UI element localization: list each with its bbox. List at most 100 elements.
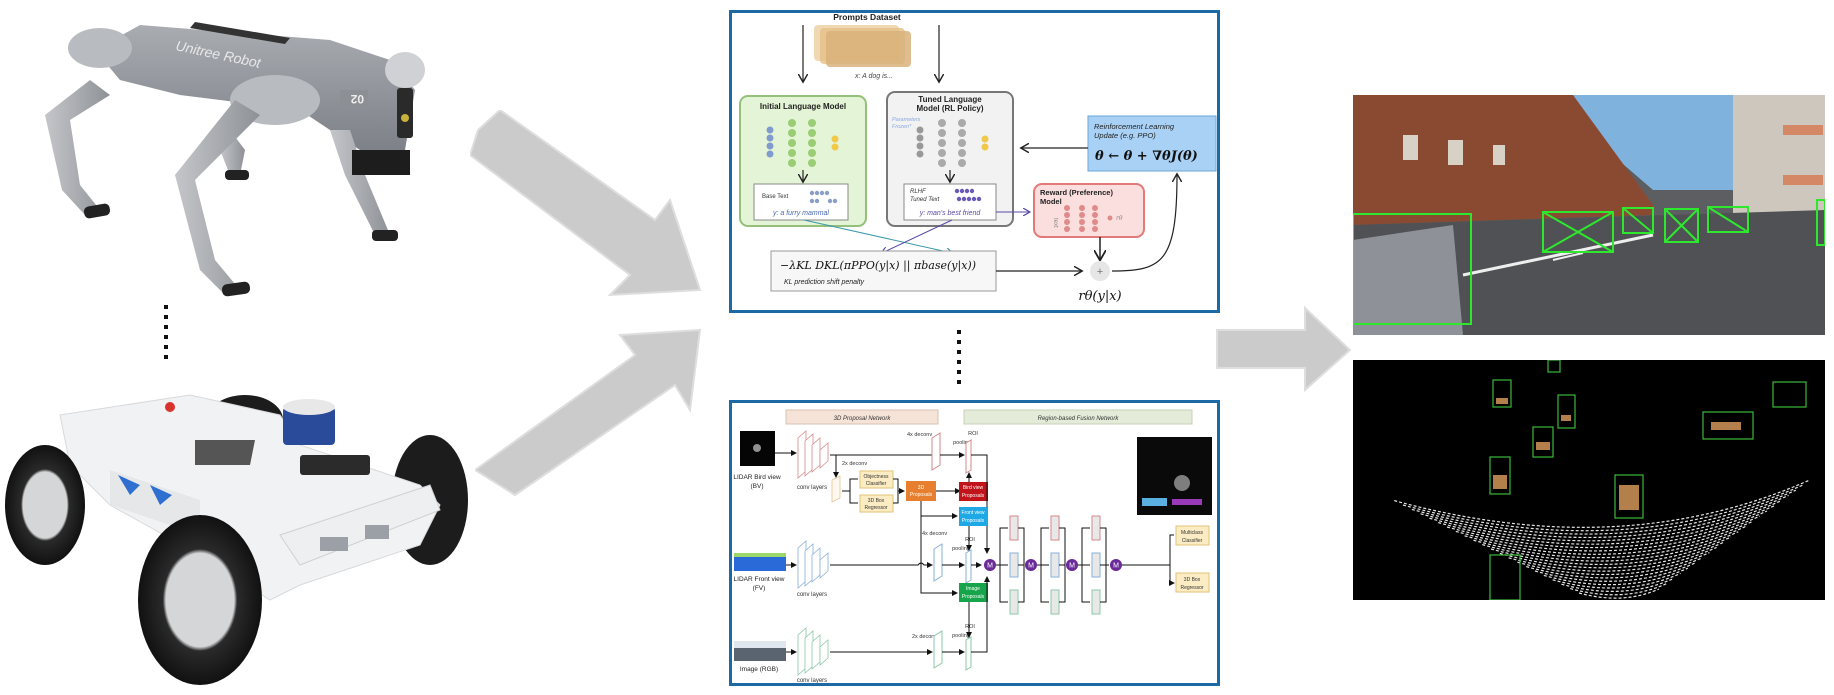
- arrow-models-to-outputs: [1216, 305, 1352, 393]
- input-bv-label-line2: (BV): [751, 483, 764, 490]
- objectness-line1: Objectness: [863, 474, 889, 480]
- merge-node: [1066, 559, 1078, 571]
- final-box-line1: 3D Box: [1184, 577, 1201, 583]
- deconv-4x-label-bv: 4x deconv: [907, 432, 932, 438]
- neural-network-icon: [766, 119, 839, 167]
- reward-model-box: [1033, 183, 1145, 238]
- roi-pooling-line1-rgb: ROI: [965, 624, 975, 630]
- conv-layers-rgb: [797, 627, 829, 676]
- tuned-model-title-line2: Model (RL Policy): [917, 104, 984, 113]
- mv3d-diagram-panel: 3D Proposal Network Region-based Fusion …: [729, 400, 1220, 686]
- lidar-scan-ring: [1552, 572, 1681, 589]
- roi-pooling-line2-fv: pooling: [952, 546, 970, 552]
- multiclass-line1: Multiclass: [1181, 530, 1203, 536]
- quadruped-robot-image: Unitree Robot 02: [0, 0, 440, 310]
- rl-update-line1: Reinforcement Learning: [1094, 122, 1175, 131]
- lidar-scan-ring: [1464, 520, 1753, 555]
- box-regressor-line1: 3D Box: [868, 498, 885, 504]
- deconv-2x-label-bv: 2x deconv: [842, 461, 867, 467]
- lidar-scan-ring: [1508, 546, 1717, 572]
- proposal-network-title: 3D Proposal Network: [834, 416, 892, 422]
- merge-node: [1025, 559, 1037, 571]
- merge-symbol: M: [987, 563, 993, 570]
- conv-layers-bv: [797, 430, 829, 479]
- box-regressor-line2: Regressor: [864, 505, 887, 511]
- fv-proposals-line1: Front view: [961, 510, 984, 516]
- final-box-line2: Regressor: [1180, 585, 1203, 591]
- conv-layers-fv: [797, 540, 829, 589]
- conv-layers-label-rgb: conv layers: [797, 678, 827, 683]
- lidar-scan-ring: [1420, 494, 1789, 538]
- rlhf-diagram-panel: Prompts Dataset x: A dog is... Initial L…: [729, 10, 1220, 313]
- initial-model-title: Initial Language Model: [760, 102, 846, 111]
- proposals-line2: Proposals: [910, 492, 933, 498]
- reward-output-symbol: rθ: [1116, 215, 1123, 222]
- kl-penalty-box: [770, 250, 997, 292]
- merge-symbol: M: [1069, 563, 1075, 570]
- multiclass-classifier-box: [1175, 525, 1210, 546]
- lidar-detection-boxes: [1489, 360, 1807, 600]
- roi-pooling-line2-rgb: pooling: [952, 633, 970, 639]
- fusion-layer-block: [1050, 589, 1060, 615]
- prompts-dataset-title: Prompts Dataset: [833, 13, 901, 22]
- lidar-scan-ring: [1543, 567, 1689, 586]
- bv-proposals-line1: Bird view: [963, 485, 984, 491]
- objectness-line2: Classifier: [866, 481, 887, 487]
- lidar-scan-ring: [1499, 541, 1725, 569]
- deconv-4x-label-fv: 4x deconv: [922, 531, 947, 537]
- reward-title-line2: Model: [1040, 197, 1062, 206]
- fusion-layer-block: [1009, 589, 1019, 615]
- merge-node: [984, 559, 996, 571]
- image-proposals-box: [959, 583, 988, 602]
- neural-network-icon: [916, 119, 989, 167]
- lidar-scan-ring: [1455, 515, 1761, 552]
- lidar-scan-ring: [1578, 588, 1660, 599]
- fusion-layer-block: [1091, 589, 1101, 615]
- 3d-proposals-box: [906, 481, 936, 501]
- lidar-scan-ring: [1482, 531, 1739, 562]
- merge-symbol: M: [1113, 563, 1119, 570]
- fusion-layer-block: [1009, 552, 1019, 578]
- input-rgb-label: Image (RGB): [740, 666, 778, 673]
- img-proposals-line2: Proposals: [962, 594, 985, 600]
- prompt-stack-icon: [814, 25, 911, 67]
- base-text-label: Base Text: [762, 194, 789, 200]
- fusion-layer-block: [1091, 515, 1101, 541]
- fusion-layer-block: [1050, 552, 1060, 578]
- lidar-scan-ring: [1561, 578, 1674, 592]
- input-fv-label-line1: LIDAR Front view: [734, 576, 785, 583]
- arrow-robot-to-detection-model: [475, 328, 702, 497]
- tuned-model-title-line1: Tuned Language: [918, 95, 982, 104]
- arrow-robot-to-rl-model: [470, 110, 702, 297]
- kl-caption: KL prediction shift penalty: [784, 279, 865, 286]
- frozen-note-line1: Parameters: [892, 117, 921, 123]
- lidar-scan-ring: [1534, 562, 1696, 582]
- front-view-thumbnail: [734, 553, 786, 571]
- lidar-scan-ring: [1411, 489, 1797, 535]
- fusion-network-header: [963, 409, 1193, 425]
- lidar-point-cloud-detection-image: [1353, 360, 1825, 600]
- proposals-line1: 3D: [918, 485, 925, 491]
- rlhf-label-line1: RLHF: [910, 189, 926, 195]
- front-view-proposals-box: [959, 507, 988, 526]
- img-proposals-line1: Image: [966, 586, 980, 592]
- base-text-box: [753, 183, 849, 221]
- reward-formula: rθ(y|x): [1078, 289, 1121, 304]
- roi-pooling-line1-bv: ROI: [968, 431, 978, 437]
- input-fv-label-line2: (FV): [753, 585, 766, 592]
- kl-formula: −λKL DKL(πPPO(y|x) || πbase(y|x)): [780, 259, 976, 273]
- detection-boxes: [1353, 199, 1825, 325]
- camera-3d-detection-image: [1353, 95, 1825, 335]
- lidar-scan-ring: [1394, 479, 1811, 528]
- fusion-network-title: Region-based Fusion Network: [1038, 416, 1120, 422]
- wheeled-lidar-robot-image: [0, 385, 480, 690]
- lidar-scan-ring: [1570, 583, 1667, 596]
- sum-symbol: +: [1097, 266, 1103, 278]
- bv-proposals-line2: Proposals: [962, 493, 985, 499]
- more-models-ellipsis: [957, 330, 961, 390]
- reward-text-input: text: [1052, 218, 1058, 228]
- input-bv-label-line1: LIDAR Bird view: [733, 474, 781, 481]
- fusion-layer-block: [1091, 552, 1101, 578]
- frozen-note-line2: Frozen*: [892, 124, 912, 130]
- fusion-layer-block: [1050, 515, 1060, 541]
